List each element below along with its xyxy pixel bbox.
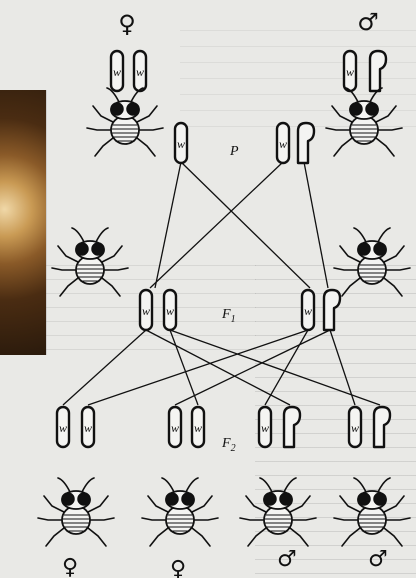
female-symbol: ♀: [170, 557, 186, 578]
f1-female-beetle: [52, 228, 128, 296]
parent-female-beetle: [87, 88, 163, 156]
male-symbol: ♂: [368, 547, 388, 572]
generation-label-f1: F1: [221, 307, 236, 325]
parent-male-beetle: [326, 88, 402, 156]
f2-beetle-4: [334, 478, 410, 546]
parent-male-chromosomes: [344, 51, 386, 91]
f2-beetle-1: [38, 478, 114, 546]
generation-label-p: P: [229, 144, 239, 159]
gamete-chromosomes: [175, 123, 314, 163]
parent-female-chromosomes: [111, 51, 146, 91]
f1-male-beetle: [334, 228, 410, 296]
female-symbol: ♀: [62, 555, 78, 578]
f2-beetle-3: [240, 478, 316, 546]
cross-lines: [63, 162, 380, 405]
male-symbol: ♂: [357, 8, 379, 36]
f2-beetle-2: [142, 478, 218, 546]
female-symbol: ♀: [118, 10, 136, 38]
generation-label-f2: F2: [221, 436, 236, 454]
f1-chromosomes: [140, 290, 340, 330]
male-symbol: ♂: [277, 547, 297, 572]
